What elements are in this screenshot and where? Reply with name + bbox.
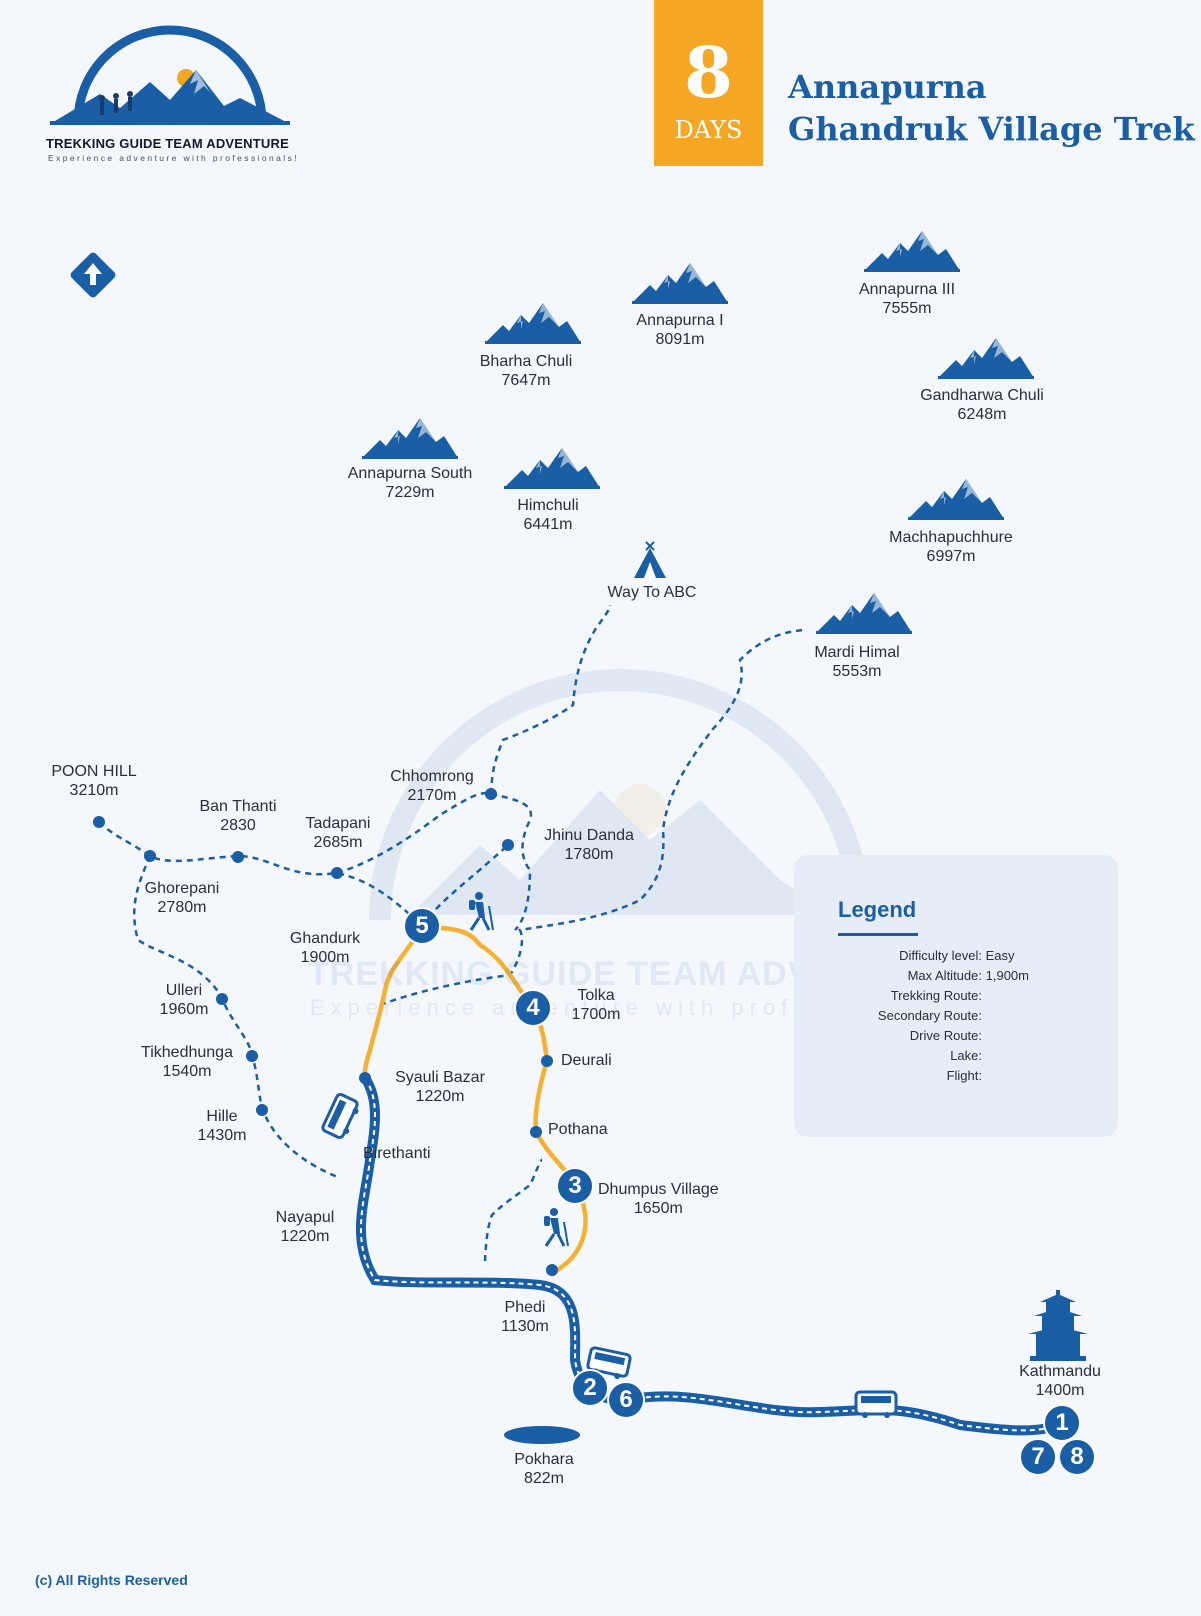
legend-row-trekking-route: Trekking Route:	[890, 988, 982, 1003]
north-arrow-icon	[70, 252, 116, 298]
watermark-logo	[369, 669, 871, 921]
legend-row-lake: Lake:	[950, 1048, 982, 1063]
day-marker-6: 6	[607, 1381, 645, 1419]
day-marker-1: 1	[1043, 1404, 1081, 1442]
tent-icon	[634, 541, 666, 578]
day-marker-2: 2	[571, 1369, 609, 1407]
mountain-icon	[908, 479, 1004, 520]
day-marker-4: 4	[514, 989, 552, 1027]
mountain-icon	[938, 338, 1034, 379]
temple-icon	[1028, 1290, 1088, 1361]
place-dot	[144, 850, 156, 862]
trekking-route	[362, 924, 425, 1079]
days-number: 8	[684, 31, 733, 114]
mountain-icon	[362, 418, 458, 459]
legend-row-difficulty: Difficulty level: Easy	[899, 948, 1015, 963]
day-marker-3: 3	[556, 1167, 594, 1205]
brand-logo	[50, 25, 290, 125]
legend-row-drive-route: Drive Route:	[909, 1028, 982, 1043]
day-marker-7: 7	[1019, 1438, 1057, 1476]
place-dots	[93, 788, 558, 1276]
place-dot	[216, 993, 228, 1005]
brand-name: TREKKING GUIDE TEAM ADVENTURE	[46, 136, 289, 151]
mountain-icon	[816, 593, 912, 634]
place-label-deurali: Deurali	[561, 1052, 612, 1069]
legend-row-flight: Flight:	[946, 1068, 982, 1083]
place-label-way-to-abc: Way To ABC	[607, 584, 697, 601]
trekker-icon	[469, 892, 494, 931]
place-dot	[232, 851, 244, 863]
mountain-icon	[632, 263, 728, 304]
place-label-birethanti: Birethanti	[363, 1145, 431, 1162]
place-dot	[541, 1055, 553, 1067]
trekking-route	[421, 923, 588, 1277]
legend-title: Legend	[838, 897, 917, 922]
day-marker-8: 8	[1058, 1438, 1096, 1476]
place-dot	[246, 1050, 258, 1062]
trek-title-line2: Ghandruk Village Trek	[788, 110, 1195, 148]
legend-row-secondary-route: Secondary Route:	[877, 1008, 982, 1023]
place-label-pothana: Pothana	[548, 1121, 608, 1138]
bus-icon	[586, 1346, 632, 1380]
mountain-icon	[864, 231, 960, 272]
place-dot	[485, 788, 497, 800]
days-label: DAYS	[674, 116, 743, 144]
bus-icon	[321, 1093, 359, 1139]
place-dot	[530, 1126, 542, 1138]
copyright-text: (c) All Rights Reserved	[35, 1572, 188, 1588]
brand-tagline: Experience adventure with professionals!	[48, 153, 299, 163]
legend-underline	[838, 933, 918, 936]
legend-row-max-altitude: Max Altitude: 1,900m	[907, 968, 1029, 983]
legend-panel: Legend Difficulty level: Easy Max Altitu…	[794, 855, 1118, 1137]
place-dot	[546, 1264, 558, 1276]
lake-icon	[504, 1426, 580, 1444]
trek-title-line1: Annapurna	[788, 68, 987, 106]
bus-icon	[854, 1390, 898, 1418]
mountain-icon	[504, 448, 600, 489]
drive-route	[355, 1073, 1067, 1436]
mountain-icon	[485, 303, 581, 344]
place-dot	[93, 816, 105, 828]
place-dot	[502, 839, 514, 851]
days-badge: 8 DAYS	[654, 0, 763, 166]
place-dot	[359, 1072, 371, 1084]
day-marker-5: 5	[403, 907, 441, 945]
place-dot	[331, 867, 343, 879]
place-dot	[256, 1104, 268, 1116]
trekker-icon	[544, 1208, 569, 1247]
